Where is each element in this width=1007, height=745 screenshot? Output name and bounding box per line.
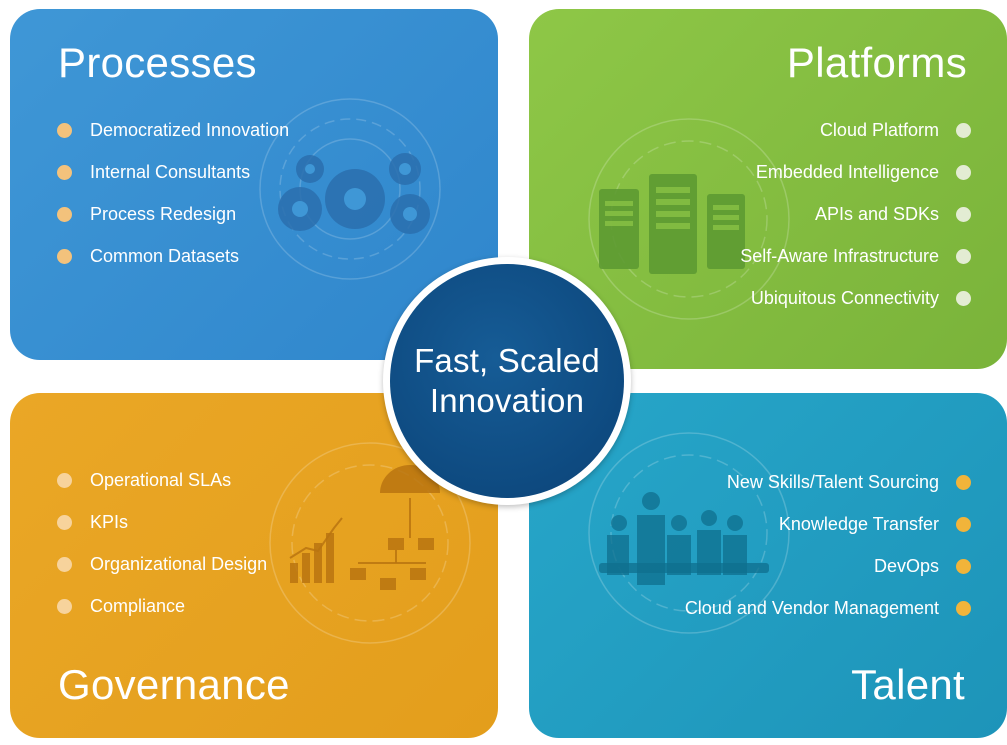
list-item: Compliance — [57, 585, 267, 627]
list-item-label: Democratized Innovation — [90, 119, 290, 140]
list-item: APIs and SDKs — [740, 193, 971, 235]
bullet-icon — [57, 206, 72, 222]
list-item-label: New Skills/Talent Sourcing — [726, 471, 939, 492]
center-title-line1: Fast, Scaled — [414, 342, 600, 379]
list-item-label: Knowledge Transfer — [778, 513, 939, 534]
gears-icon — [259, 98, 441, 280]
bullet-icon — [956, 290, 971, 306]
list-item-label: Cloud Platform — [819, 119, 939, 140]
bullet-icon — [956, 206, 971, 222]
center-circle: Fast, Scaled Innovation — [383, 257, 631, 505]
list-item: DevOps — [685, 545, 971, 587]
list-item: Knowledge Transfer — [685, 503, 971, 545]
list-item: Self-Aware Infrastructure — [740, 235, 971, 277]
list-item: Internal Consultants — [57, 151, 289, 193]
list-item-label: Operational SLAs — [90, 469, 232, 490]
list-item-label: Self-Aware Infrastructure — [740, 245, 939, 266]
servers-icon — [588, 118, 790, 320]
list-item: KPIs — [57, 501, 267, 543]
list-item: New Skills/Talent Sourcing — [685, 461, 971, 503]
platforms-list: Cloud Platform Embedded Intelligence API… — [740, 109, 971, 319]
talent-title: Talent — [851, 661, 965, 708]
bullet-icon — [57, 248, 72, 264]
list-item: Process Redesign — [57, 193, 289, 235]
list-item: Organizational Design — [57, 543, 267, 585]
center-title-line2: Innovation — [429, 382, 585, 419]
processes-title: Processes — [58, 39, 257, 86]
processes-list: Democratized Innovation Internal Consult… — [57, 109, 289, 277]
talent-panel: New Skills/Talent Sourcing Knowledge Tra… — [529, 393, 1007, 738]
bullet-icon — [57, 472, 72, 488]
list-item-label: Cloud and Vendor Management — [684, 597, 939, 618]
list-item-label: Organizational Design — [90, 553, 268, 574]
bullet-icon — [57, 122, 72, 138]
platforms-title: Platforms — [786, 39, 967, 86]
list-item-label: Compliance — [90, 595, 186, 616]
bullet-icon — [57, 164, 72, 180]
list-item: Embedded Intelligence — [740, 151, 971, 193]
list-item-label: KPIs — [90, 511, 129, 532]
list-item-label: Process Redesign — [90, 203, 237, 224]
bullet-icon — [956, 164, 971, 180]
list-item-label: DevOps — [873, 555, 939, 576]
processes-panel: Processes Democratized Innovation Intern… — [10, 9, 498, 360]
bullet-icon — [956, 558, 971, 574]
bullet-icon — [956, 122, 971, 138]
list-item: Cloud Platform — [740, 109, 971, 151]
bullet-icon — [57, 598, 72, 614]
list-item: Ubiquitous Connectivity — [740, 277, 971, 319]
governance-list: Operational SLAs KPIs Organizational Des… — [57, 459, 267, 627]
team-meeting-icon — [588, 432, 790, 634]
bullet-icon — [57, 514, 72, 530]
list-item: Cloud and Vendor Management — [685, 587, 971, 629]
bullet-icon — [956, 516, 971, 532]
bullet-icon — [956, 248, 971, 264]
list-item: Democratized Innovation — [57, 109, 289, 151]
org-chart-icon — [269, 442, 471, 644]
center-badge: Fast, Scaled Innovation — [390, 264, 624, 498]
list-item-label: Internal Consultants — [90, 161, 251, 182]
list-item-label: Embedded Intelligence — [755, 161, 939, 182]
bullet-icon — [956, 600, 971, 616]
list-item: Operational SLAs — [57, 459, 267, 501]
list-item-label: Ubiquitous Connectivity — [750, 287, 939, 308]
talent-list: New Skills/Talent Sourcing Knowledge Tra… — [685, 461, 971, 629]
list-item-label: APIs and SDKs — [814, 203, 939, 224]
bullet-icon — [956, 474, 971, 490]
list-item-label: Common Datasets — [90, 245, 240, 266]
bullet-icon — [57, 556, 72, 572]
governance-title: Governance — [58, 661, 290, 708]
list-item: Common Datasets — [57, 235, 289, 277]
